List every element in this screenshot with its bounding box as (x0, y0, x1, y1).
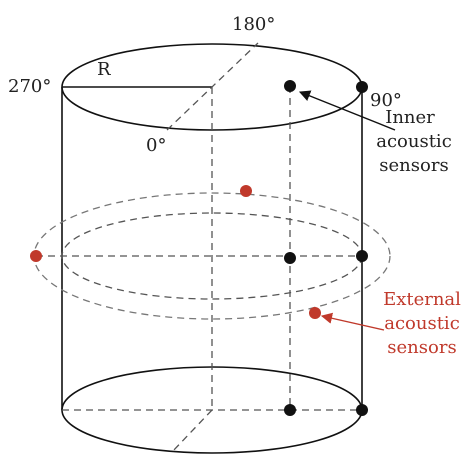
inner-sensors-arrow (298, 90, 396, 131)
label-external-sensors-line2: acoustic (384, 313, 460, 334)
label-inner-sensors-line3: sensors (379, 155, 448, 176)
cylinder-bottom-front-arc (61, 409, 363, 454)
inner-sensor-bottom-right (356, 404, 368, 416)
label-angle-180: 180° (232, 14, 275, 35)
label-radius: R (97, 59, 111, 80)
inner-sensor-top (284, 80, 296, 92)
inner-sensor-bottom (284, 404, 296, 416)
external-sensor-left (30, 250, 42, 262)
external-sensors-arrow (320, 312, 385, 331)
label-angle-0: 0° (146, 135, 166, 156)
label-external-sensors-line1: External (383, 289, 461, 310)
label-inner-sensors-line1: Inner (385, 107, 435, 128)
external-sensor-back (240, 185, 252, 197)
label-angle-270: 270° (8, 76, 51, 97)
label-angle-90: 90° (370, 90, 402, 111)
label-inner-sensors-line2: acoustic (376, 131, 452, 152)
external-sensor-front-right (309, 307, 321, 319)
bottom-diagonal-dashed (171, 409, 213, 453)
label-external-sensors-line3: sensors (387, 337, 456, 358)
inner-sensor-top-right (356, 81, 368, 93)
inner-sensor-middle-right (356, 250, 368, 262)
top-diagonal-dashed (166, 42, 259, 131)
inner-sensor-middle (284, 252, 296, 264)
